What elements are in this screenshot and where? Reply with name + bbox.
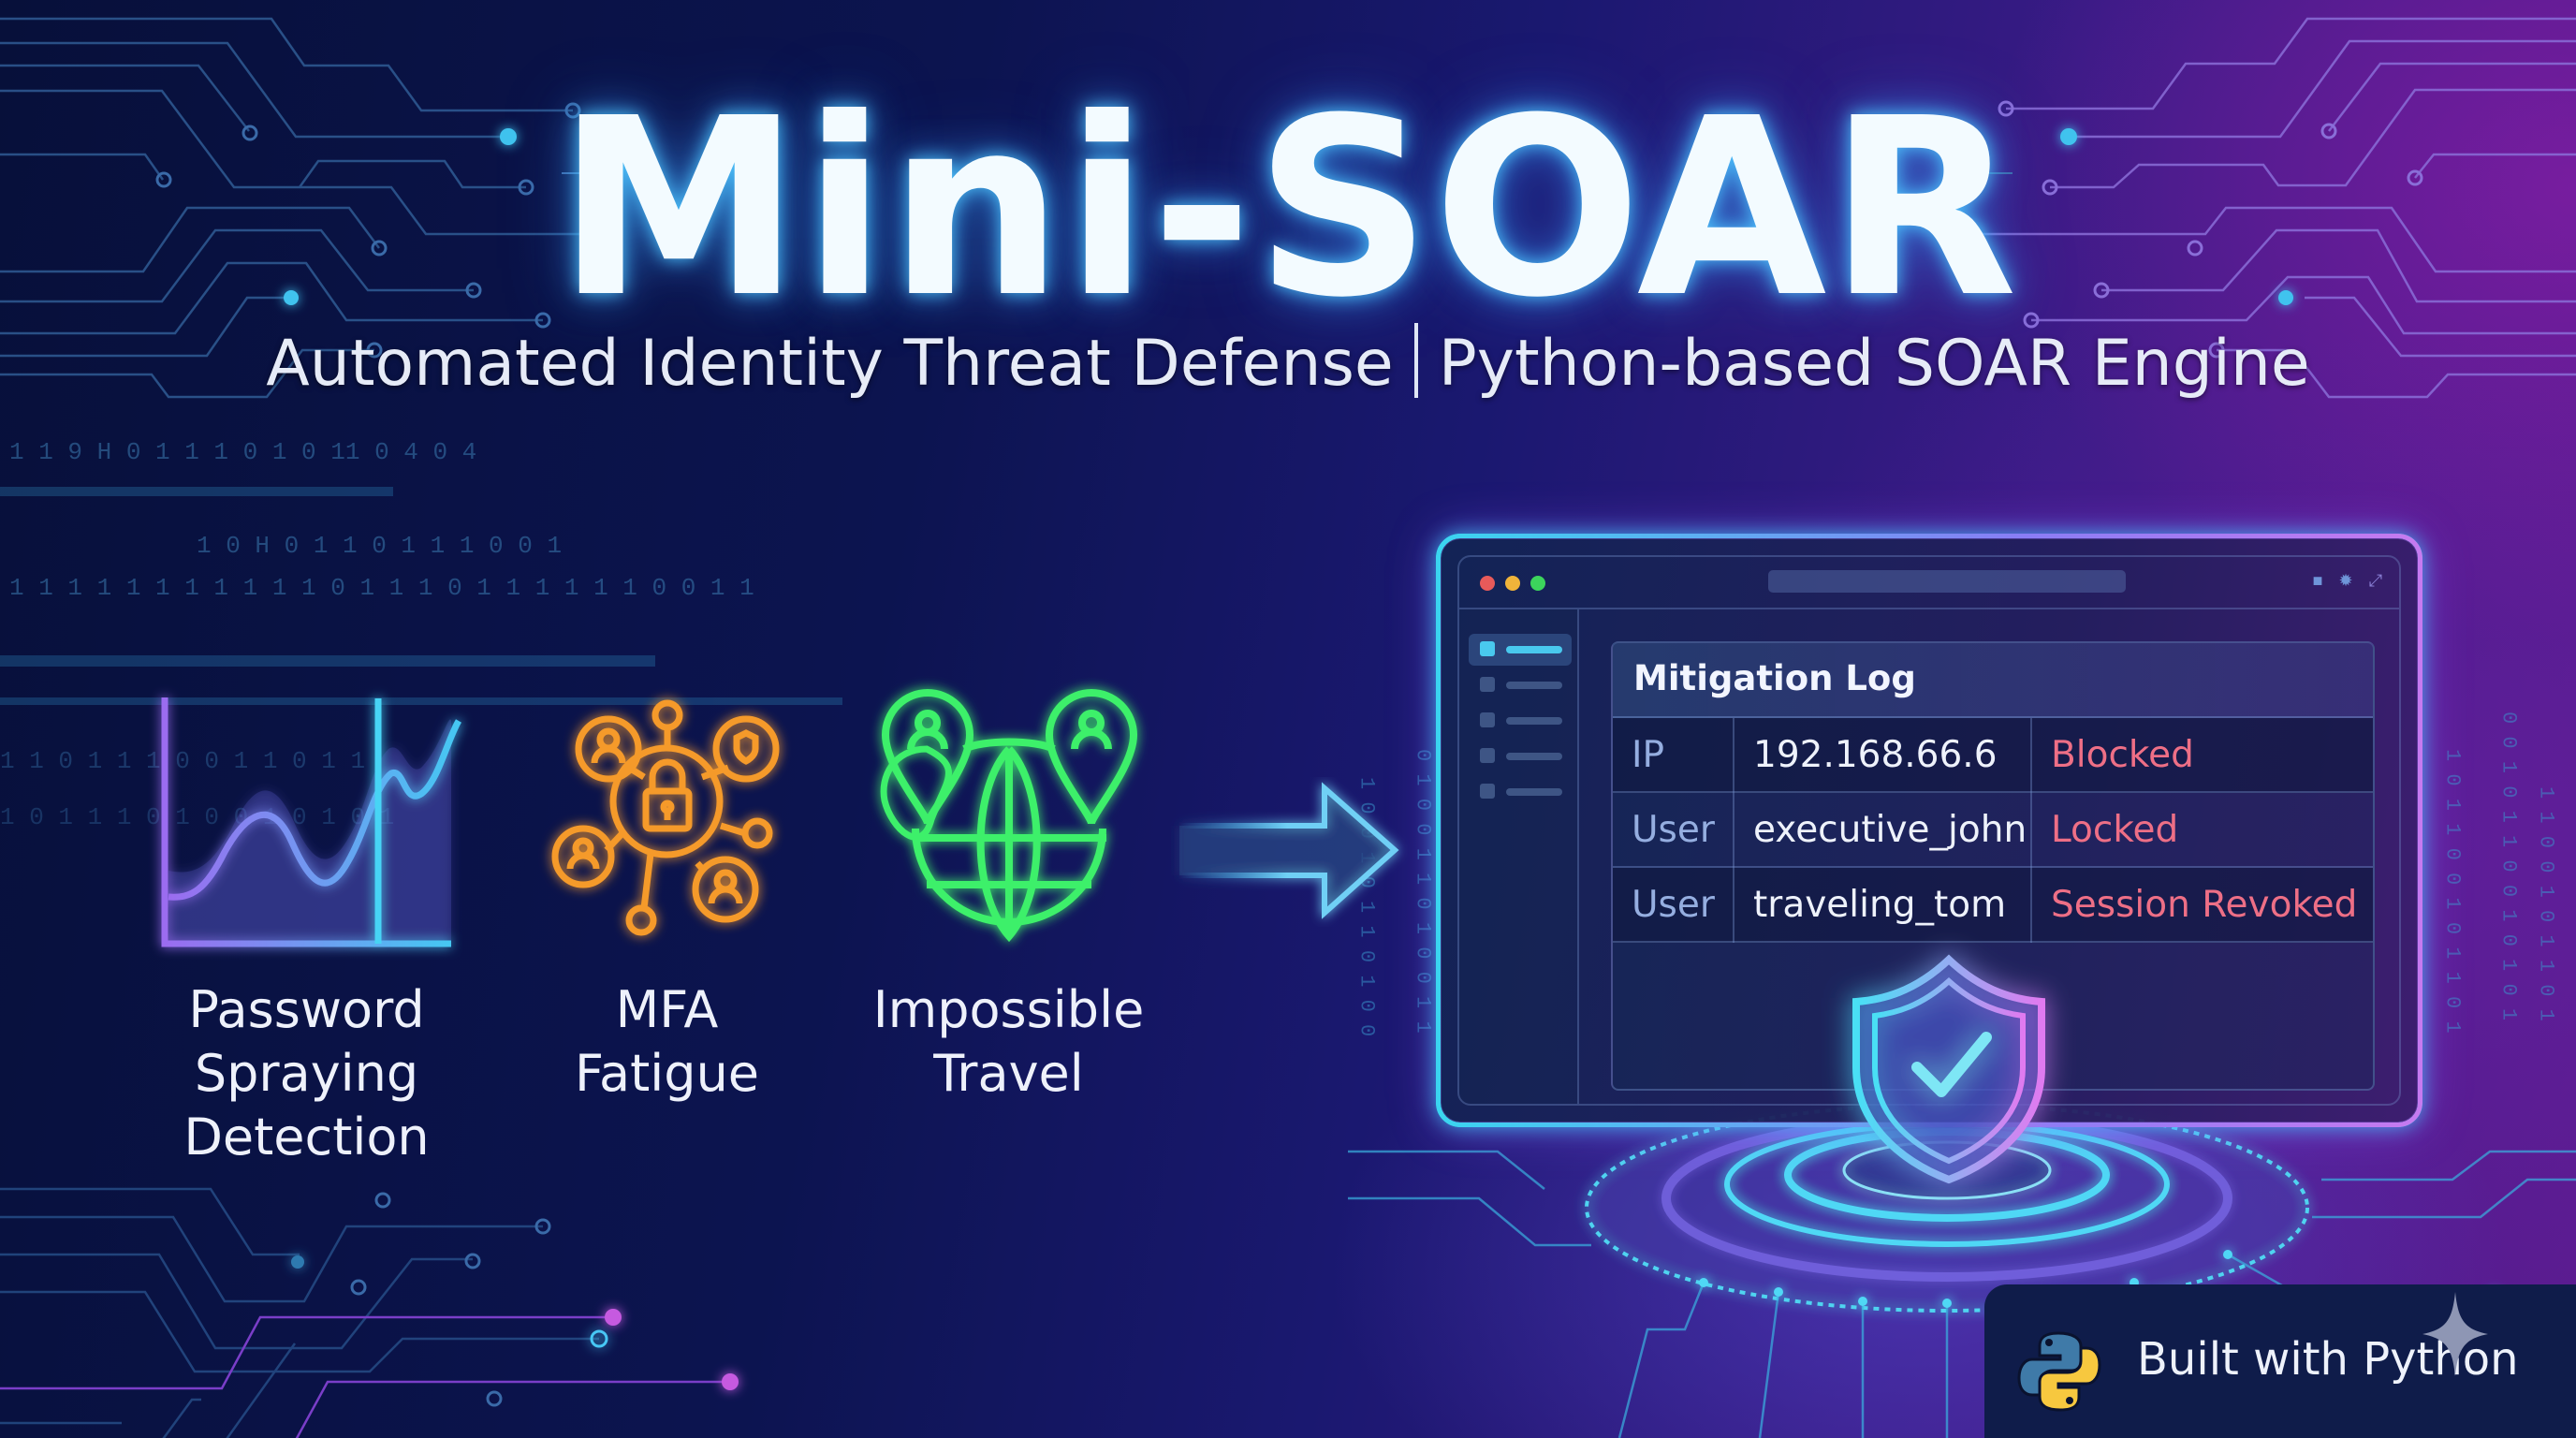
cell-value: 192.168.66.6 <box>1734 718 2032 793</box>
sidebar-item[interactable] <box>1469 634 1572 666</box>
threat-label-line: Password <box>188 980 425 1039</box>
cell-type: User <box>1613 868 1734 943</box>
built-with-python-badge: Built with Python <box>1984 1284 2576 1438</box>
svg-text:1 1 0 1 1 1 0 0 1 1 0 1 1: 1 1 0 1 1 1 0 0 1 1 0 1 1 <box>0 747 365 775</box>
cell-action: Session Revoked <box>2051 884 2358 926</box>
svg-text:1 0 1 1 0 0 1 0 1 1 0 1: 1 0 1 1 0 0 1 0 1 1 0 1 <box>2441 749 2465 1034</box>
sidebar-item[interactable] <box>1469 741 1572 772</box>
window-sidebar <box>1459 609 1579 1104</box>
table-row[interactable]: User traveling_tom Session Revoked <box>1613 868 2373 943</box>
table-row[interactable]: IP 192.168.66.6 Blocked <box>1613 718 2373 793</box>
svg-text:1 0 1 1 1 0 1 0 0 1 0 1 0 1: 1 0 1 1 1 0 1 0 0 1 0 1 0 1 <box>0 803 394 831</box>
expand-icon[interactable]: ⤢ <box>2368 571 2383 590</box>
address-bar[interactable] <box>1768 570 2126 593</box>
mitigation-log-title: Mitigation Log <box>1633 658 1916 698</box>
cell-action: Locked <box>2051 809 2179 851</box>
globe-pins-icon <box>880 688 1138 943</box>
svg-text:0 1 0 0 1 1 0 1 0 0 1 1: 0 1 0 0 1 1 0 1 0 0 1 1 <box>1412 749 1435 1034</box>
threat-label-line: Detection <box>183 1108 430 1167</box>
sidebar-item[interactable] <box>1469 705 1572 737</box>
cell-value: traveling_tom <box>1734 868 2032 943</box>
svg-text:1 0 H 0 1 1 0 1 1 1 0 0 1: 1 0 H 0 1 1 0 1 1 1 0 0 1 <box>197 532 562 560</box>
threat-label-line: Spraying <box>194 1044 419 1103</box>
threat-label-line: MFA <box>615 980 719 1039</box>
table-row[interactable]: User executive_john Locked <box>1613 793 2373 868</box>
subtitle: Automated Identity Threat Defense Python-… <box>0 323 2576 401</box>
cell-type: User <box>1613 793 1734 868</box>
svg-text:1 1 1 1 1 1 1 1 1 1 1 0 1 1 1: 1 1 1 1 1 1 1 1 1 1 1 0 1 1 1 0 1 1 1 1 … <box>9 574 754 602</box>
close-dot-icon[interactable] <box>1480 576 1495 591</box>
folder-icon[interactable]: ■ <box>2312 571 2323 590</box>
network-lock-icon <box>551 699 780 936</box>
threat-password-spraying: Password Spraying Detection <box>140 978 473 1169</box>
svg-text:1 1 0 0 1 0 1 1 0 1: 1 1 0 0 1 0 1 1 0 1 <box>2535 786 2558 1021</box>
cell-value: executive_john <box>1734 793 2032 868</box>
sparkle-icon <box>2422 1292 2488 1376</box>
maximize-dot-icon[interactable] <box>1530 576 1545 591</box>
line-chart-icon <box>161 697 462 947</box>
threat-label-line: Fatigue <box>574 1044 760 1103</box>
threat-impossible-travel: Impossible Travel <box>842 978 1175 1106</box>
subtitle-left: Automated Identity Threat Defense <box>266 327 1394 401</box>
subtitle-separator <box>1413 323 1418 398</box>
arrow-right-icon <box>1177 782 1399 919</box>
app-window: ■ ✹ ⤢ Mitigation Log IP 192.168.66.6 Blo… <box>1436 534 2422 1127</box>
sidebar-item[interactable] <box>1469 776 1572 808</box>
minimize-dot-icon[interactable] <box>1505 576 1520 591</box>
svg-text:1 1 9 H 0 1 1 1 0 1 0 1: 1 1 9 H 0 1 1 1 0 1 0 11 0 4 0 4 <box>9 438 476 466</box>
mitigation-log-panel: Mitigation Log IP 192.168.66.6 Blocked U… <box>1611 641 2375 1091</box>
svg-text:0 0 1 0 1 1 0 0 1 0 1 0 1: 0 0 1 0 1 1 0 0 1 0 1 0 1 <box>2497 712 2521 1020</box>
page-title: Mini-SOAR <box>556 66 2020 351</box>
gear-icon[interactable]: ✹ <box>2338 571 2353 590</box>
mitigation-log-header: Mitigation Log <box>1613 643 2373 718</box>
python-logo-icon <box>2017 1331 2101 1412</box>
threat-label-line: Impossible <box>872 980 1145 1039</box>
sidebar-item[interactable] <box>1469 669 1572 701</box>
window-frame: ■ ✹ ⤢ Mitigation Log IP 192.168.66.6 Blo… <box>1457 555 2401 1106</box>
threat-mfa-fatigue: MFA Fatigue <box>520 978 814 1106</box>
subtitle-right: Python-based SOAR Engine <box>1438 327 2310 401</box>
cell-type: IP <box>1613 718 1734 793</box>
cell-action: Blocked <box>2051 734 2194 776</box>
threat-label-line: Travel <box>933 1044 1084 1103</box>
window-titlebar: ■ ✹ ⤢ <box>1459 557 2399 609</box>
